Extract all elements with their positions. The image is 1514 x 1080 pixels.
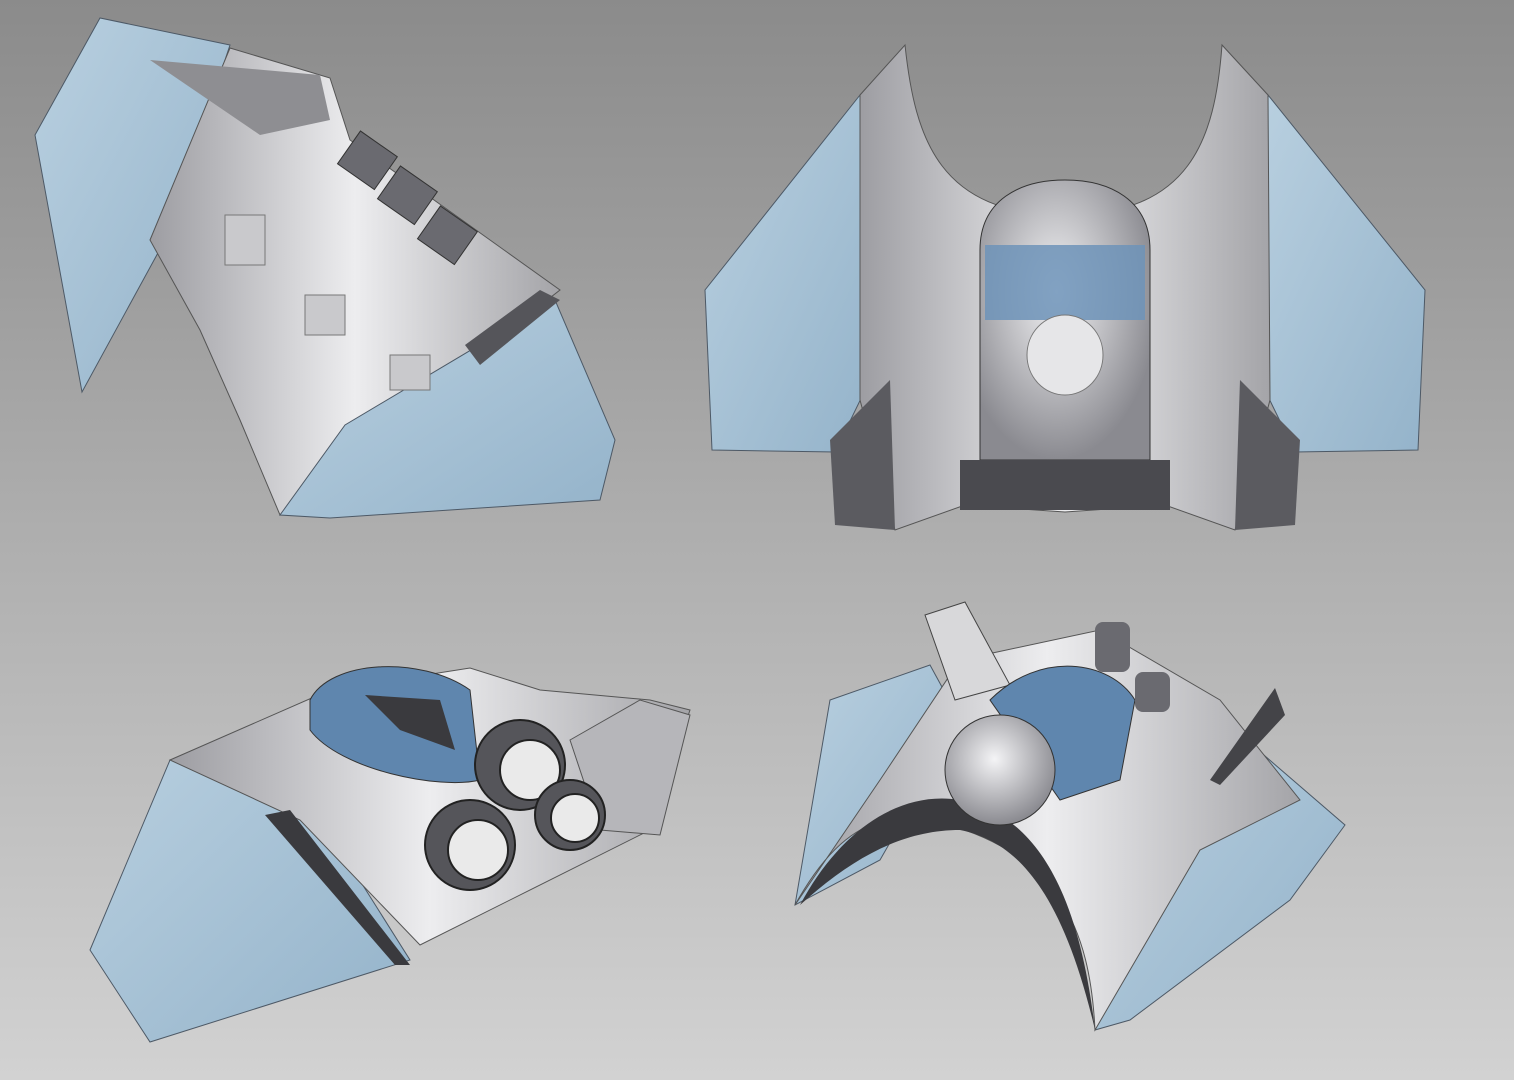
ship-view-bottom-right — [794, 601, 1346, 1032]
fin-right — [1235, 380, 1300, 530]
fin-bottom — [465, 290, 560, 365]
side-fin — [265, 810, 410, 965]
engine-exhausts — [960, 460, 1170, 510]
engines — [424, 719, 606, 891]
cockpit-nose — [944, 714, 1056, 826]
vents — [224, 214, 431, 391]
ship-view-top-right — [704, 43, 1426, 531]
cockpit-hatch — [1026, 314, 1104, 396]
underside-shadow — [800, 798, 1095, 1030]
cockpit-canopy — [989, 665, 1136, 801]
wing-right — [279, 299, 616, 519]
ship-view-top-left — [34, 17, 616, 519]
fin-top — [150, 60, 330, 135]
canopy-glass — [985, 245, 1145, 320]
ship-view-bottom-left — [89, 666, 691, 1043]
fin-right — [1210, 688, 1285, 785]
engines — [1095, 622, 1170, 712]
cockpit-window — [365, 695, 455, 750]
fin-left — [830, 380, 895, 530]
engine-cluster — [336, 130, 479, 266]
